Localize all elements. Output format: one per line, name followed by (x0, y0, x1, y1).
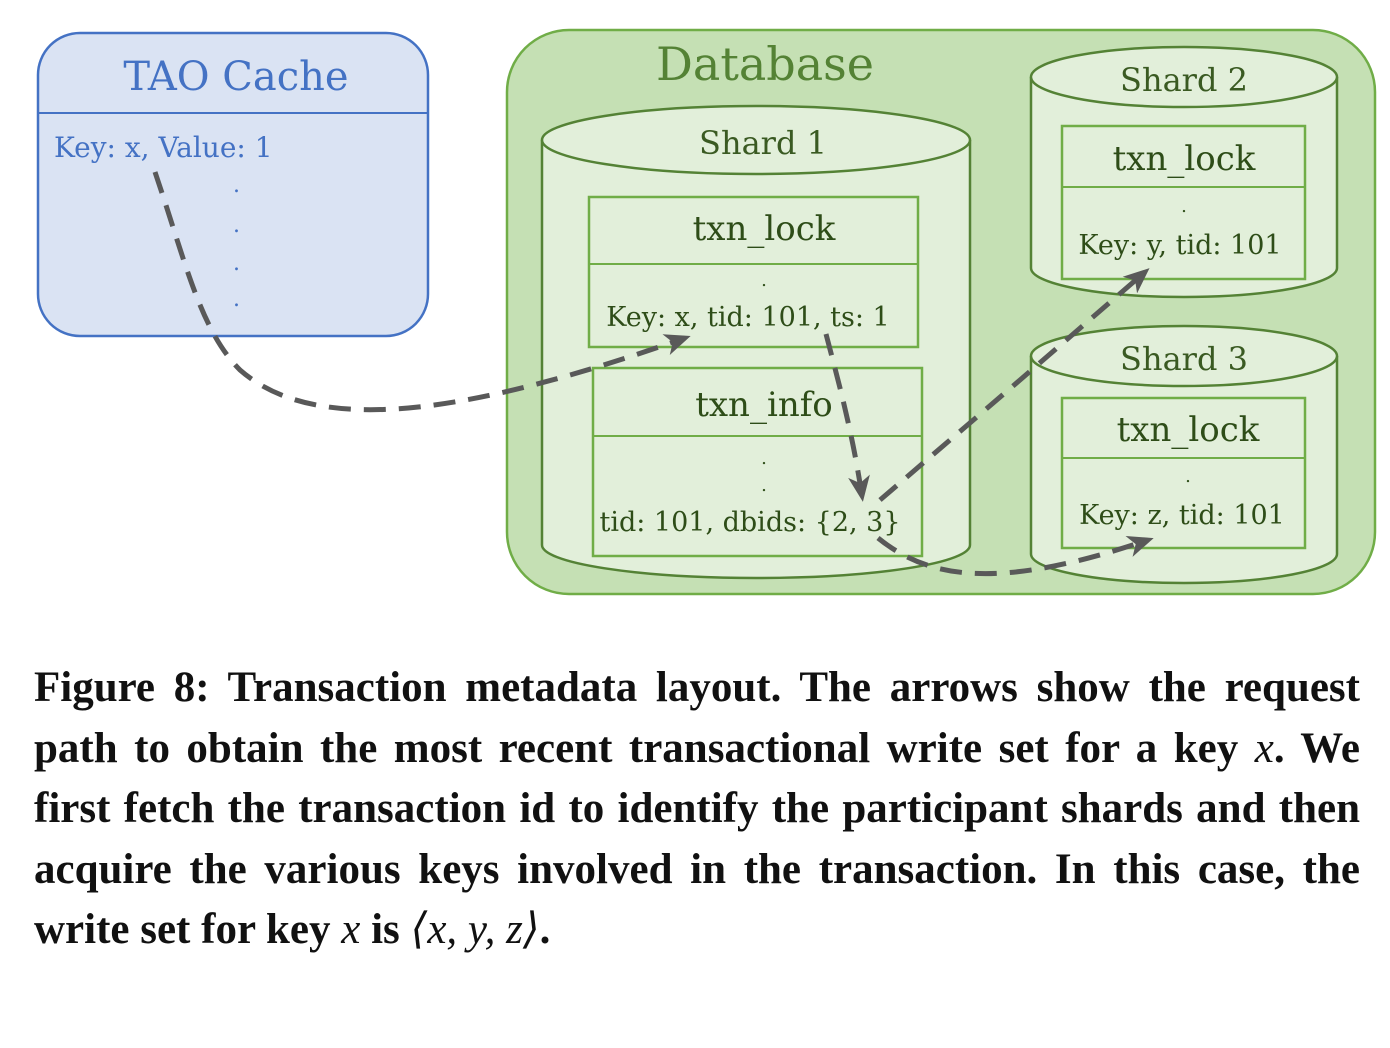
arrow-txn-info-to-shard-3 (876, 535, 1154, 577)
tao-cache-entry: Key: x, Value: 1 (54, 131, 273, 164)
shard-3: Shard 3 txn_lock . Key: z, tid: 101 (1029, 324, 1339, 585)
shard-2-label: Shard 2 (1120, 61, 1248, 99)
tao-cache-dot: . (233, 173, 240, 198)
caption-tuple: ⟨x, y, z⟩ (410, 906, 540, 953)
request-path-arrows (152, 171, 1154, 577)
table-title: txn_info (695, 385, 833, 425)
table-title: txn_lock (1117, 410, 1260, 450)
caption-text-3: is (371, 906, 400, 953)
tao-cache-box (36, 31, 430, 338)
table-dot: . (1185, 466, 1191, 487)
arrow-cache-to-txn-lock (152, 171, 691, 413)
caption-text-2: . We first fetch the transaction id to i… (34, 724, 1361, 954)
arrow-txn-info-to-shard-2 (878, 268, 1150, 502)
tao-cache: TAO Cache Key: x, Value: 1 . . . . (36, 31, 430, 338)
table-dot: . (761, 270, 767, 291)
tao-cache-dot: . (233, 213, 240, 238)
shard-1-label: Shard 1 (699, 124, 827, 162)
tao-cache-dot: . (233, 287, 240, 312)
database-title: Database (656, 37, 874, 91)
shard-2-txn-lock-table: txn_lock . Key: y, tid: 101 (1060, 124, 1307, 281)
table-dot: . (761, 475, 767, 496)
table-entry: Key: x, tid: 101, ts: 1 (606, 302, 889, 333)
shard-1-txn-lock-table: txn_lock . Key: x, tid: 101, ts: 1 (587, 195, 920, 349)
shard-2: Shard 2 txn_lock . Key: y, tid: 101 (1029, 45, 1339, 299)
shard-3-top (1029, 324, 1339, 388)
table-title: txn_lock (693, 209, 836, 249)
shard-2-top (1029, 45, 1339, 109)
table-entry: tid: 101, dbids: {2, 3} (599, 507, 900, 538)
caption-end: . (539, 906, 551, 953)
arrow-txn-lock-to-txn-info (823, 333, 870, 502)
caption-var-x: x (341, 906, 361, 953)
caption-text-1: Transaction metadata layout. The arrows … (34, 664, 1360, 772)
shard-1-top (540, 104, 972, 176)
figure-caption: Figure 8: Transaction metadata layout. T… (34, 658, 1360, 961)
shard-3-txn-lock-table: txn_lock . Key: z, tid: 101 (1060, 396, 1307, 550)
shard-1: Shard 1 txn_lock . Key: x, tid: 101, ts:… (540, 104, 972, 580)
shard-1-txn-info-table: txn_info . . tid: 101, dbids: {2, 3} (591, 366, 924, 558)
table-entry: Key: z, tid: 101 (1079, 500, 1285, 531)
shard-3-label: Shard 3 (1120, 340, 1248, 378)
tao-cache-title: TAO Cache (123, 54, 348, 100)
tao-cache-dot: . (233, 251, 240, 276)
caption-var-x: x (1254, 724, 1274, 772)
table-dot: . (761, 448, 767, 469)
table-title: txn_lock (1113, 139, 1256, 179)
caption-label: Figure 8: (34, 664, 210, 711)
table-dot: . (1181, 196, 1187, 217)
table-entry: Key: y, tid: 101 (1078, 230, 1281, 261)
metadata-layout-diagram: TAO Cache Key: x, Value: 1 . . . . Datab… (36, 28, 1377, 596)
